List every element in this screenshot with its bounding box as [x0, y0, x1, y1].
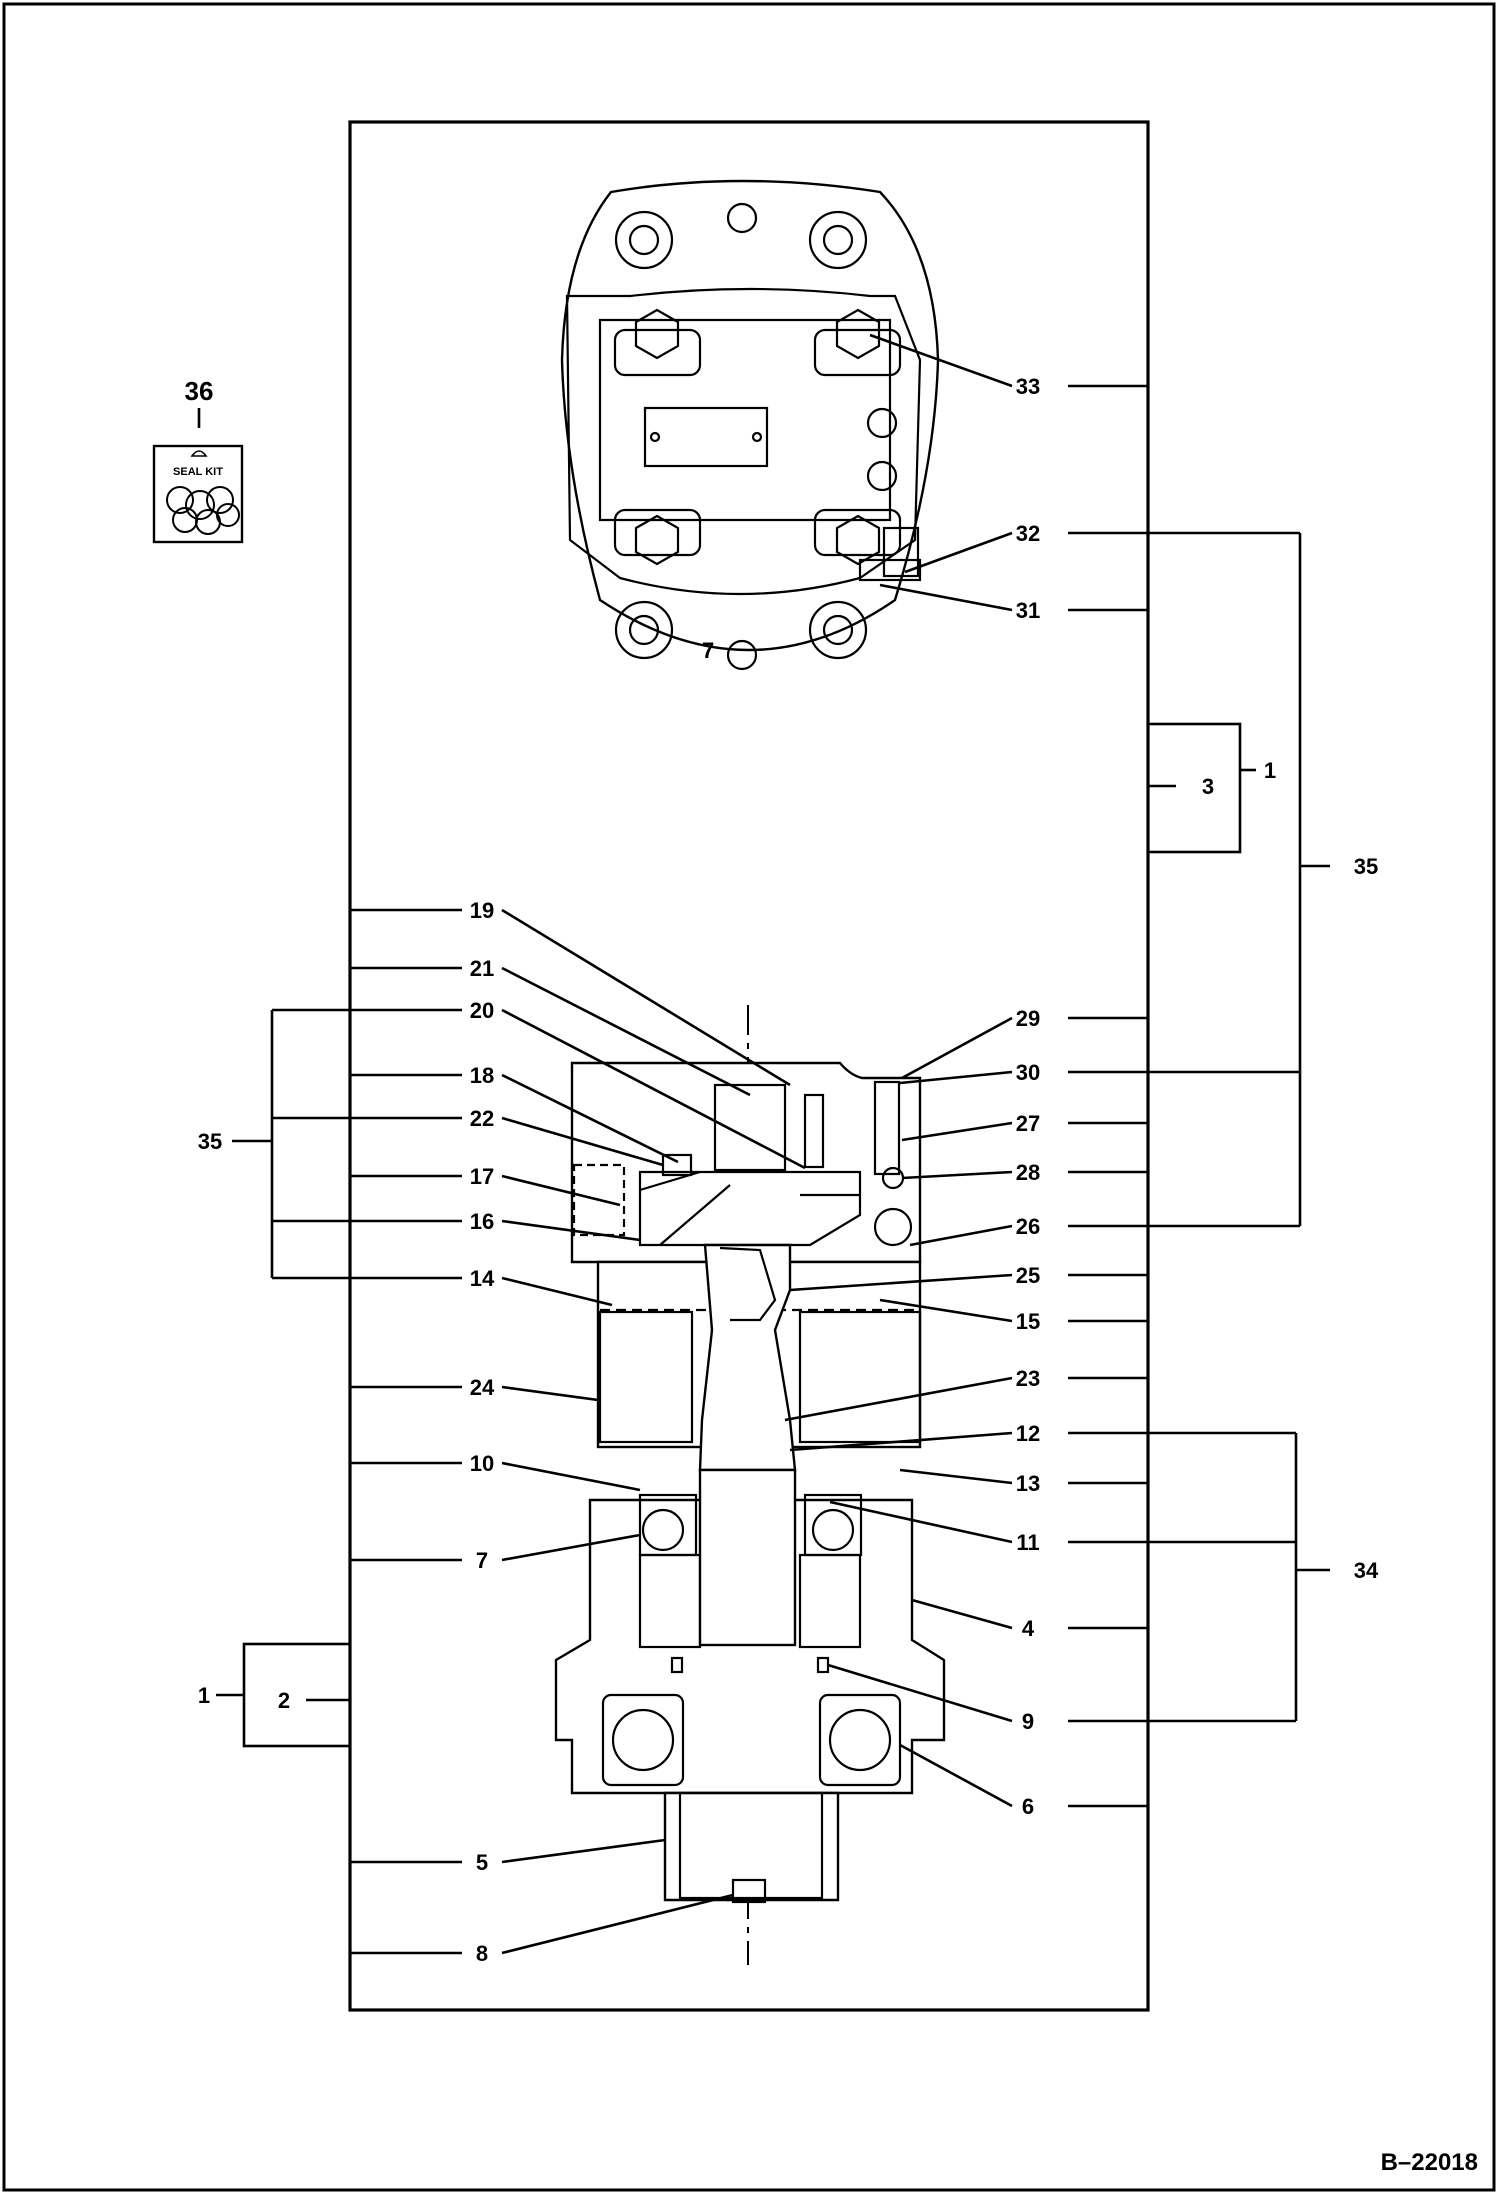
callout-14: 14 — [470, 1266, 495, 1291]
callout-2: 2 — [278, 1688, 290, 1713]
callout-35-right: 35 — [1354, 854, 1378, 879]
callout-29: 29 — [1016, 1006, 1040, 1031]
callout-24: 24 — [470, 1375, 495, 1400]
callout-25: 25 — [1016, 1263, 1040, 1288]
callout-34: 34 — [1354, 1558, 1379, 1583]
callout-20: 20 — [470, 998, 494, 1023]
callout-13: 13 — [1016, 1471, 1040, 1496]
housing-mark: 7 — [702, 638, 714, 663]
callout-11: 11 — [1016, 1530, 1039, 1555]
main-box — [348, 120, 1150, 2012]
callout-27: 27 — [1016, 1111, 1040, 1136]
callout-15: 15 — [1016, 1309, 1040, 1334]
callout-8: 8 — [476, 1941, 488, 1966]
motor-top-view: 7 — [560, 179, 940, 671]
callout-7: 7 — [476, 1548, 488, 1573]
callout-19: 19 — [470, 898, 494, 923]
leader-lines — [216, 333, 1330, 2010]
callout-5: 5 — [476, 1850, 488, 1875]
callout-31: 31 — [1016, 598, 1040, 623]
callout-3: 3 — [1202, 774, 1214, 799]
seal-kit-icon: SEAL KIT — [152, 408, 244, 544]
motor-section-view — [554, 1005, 946, 1965]
callout-30: 30 — [1016, 1060, 1040, 1085]
callout-1-left: 1 — [198, 1683, 210, 1708]
callout-4: 4 — [1022, 1616, 1035, 1641]
callout-22: 22 — [470, 1106, 494, 1131]
callout-21: 21 — [470, 956, 494, 981]
callout-33: 33 — [1016, 374, 1040, 399]
callout-17: 17 — [470, 1164, 494, 1189]
callout-9: 9 — [1022, 1709, 1034, 1734]
callout-28: 28 — [1016, 1160, 1040, 1185]
callout-18: 18 — [470, 1063, 494, 1088]
reference-code: B–22018 — [1381, 2149, 1478, 2176]
callout-16: 16 — [470, 1209, 494, 1234]
callout-26: 26 — [1016, 1214, 1040, 1239]
seal-kit-label: SEAL KIT — [173, 466, 223, 478]
callout-10: 10 — [470, 1451, 494, 1476]
callout-labels: 36 33 32 31 3 1 35 19 21 20 18 22 17 16 … — [185, 374, 1379, 1966]
callout-23: 23 — [1016, 1366, 1040, 1391]
callout-32: 32 — [1016, 521, 1040, 546]
callout-6: 6 — [1022, 1794, 1034, 1819]
callout-36: 36 — [185, 376, 214, 406]
callout-12: 12 — [1016, 1421, 1040, 1446]
callout-35-left: 35 — [198, 1129, 222, 1154]
callout-1-right: 1 — [1264, 758, 1276, 783]
